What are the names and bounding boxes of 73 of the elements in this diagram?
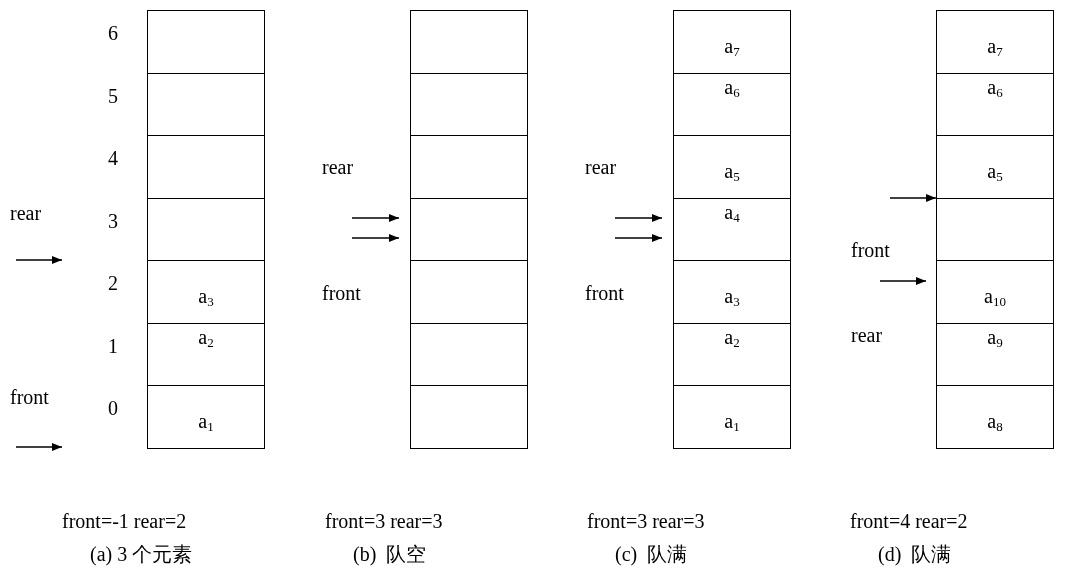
element-label: a$_{4}$ <box>723 200 741 224</box>
array-cell <box>147 197 265 262</box>
array-cell <box>410 260 528 324</box>
pointer-label: front <box>851 240 890 260</box>
element-label: a$_{10}$ <box>983 285 1007 308</box>
pointer-label: rear <box>10 203 42 223</box>
element-label: a$_{2}$ <box>197 325 215 349</box>
pointer-arrow <box>614 234 663 242</box>
pointer-label: front <box>10 387 49 407</box>
array-cell <box>936 135 1054 199</box>
index-number: 5 <box>108 86 118 106</box>
array-cell <box>673 72 791 137</box>
index-number: 0 <box>108 398 118 418</box>
pointer-label: front <box>322 283 361 303</box>
array-cell <box>410 10 528 74</box>
array-cell <box>936 385 1054 449</box>
pointer-label: rear <box>585 157 617 177</box>
array-cell <box>410 322 528 387</box>
element-label: a$_{6}$ <box>986 75 1004 99</box>
pointer-arrow <box>889 194 937 202</box>
array-cell <box>673 385 791 449</box>
pointer-label: rear <box>851 325 883 345</box>
pointer-arrow <box>351 234 400 242</box>
element-label: a$_{7}$ <box>986 35 1004 58</box>
state-caption: front=3 rear=3 <box>325 511 443 531</box>
element-label: a$_{1}$ <box>723 410 741 433</box>
element-label: a$_{9}$ <box>986 325 1004 349</box>
array-cell <box>147 385 265 449</box>
state-caption: front=4 rear=2 <box>850 511 968 531</box>
array-cell <box>410 385 528 449</box>
element-label: a$_{1}$ <box>197 410 215 433</box>
array-cell <box>147 10 265 74</box>
pointer-label: front <box>585 283 624 303</box>
state-caption: front=-1 rear=2 <box>62 511 187 531</box>
index-number: 2 <box>108 273 118 293</box>
panel-caption: (d) 队满 <box>878 544 952 564</box>
array-cell <box>673 135 791 199</box>
array-cell <box>410 135 528 199</box>
array-cell <box>936 72 1054 137</box>
array-cell <box>147 260 265 324</box>
element-label: a$_{5}$ <box>986 160 1004 183</box>
array-cell <box>673 10 791 74</box>
element-label: a$_{8}$ <box>986 410 1004 433</box>
array-cell <box>410 72 528 137</box>
element-label: a$_{7}$ <box>723 35 741 58</box>
panel-caption: (b) 队空 <box>353 544 427 564</box>
panel-caption: (c) 队满 <box>615 544 688 564</box>
index-number: 1 <box>108 336 118 356</box>
pointer-label: rear <box>322 157 354 177</box>
array-cell <box>936 322 1054 387</box>
pointer-arrow <box>879 277 927 285</box>
pointer-arrow <box>351 214 400 222</box>
array-cell <box>673 197 791 262</box>
array-cell <box>147 72 265 137</box>
index-number: 3 <box>108 211 118 231</box>
element-label: a$_{5}$ <box>723 160 741 183</box>
element-label: a$_{6}$ <box>723 75 741 99</box>
index-number: 4 <box>108 148 118 168</box>
pointer-arrow <box>614 214 663 222</box>
array-cell <box>936 197 1054 262</box>
array-cell <box>936 260 1054 324</box>
array-cell <box>936 10 1054 74</box>
element-label: a$_{3}$ <box>723 285 741 308</box>
index-number: 6 <box>108 23 118 43</box>
array-cell <box>147 322 265 387</box>
element-label: a$_{2}$ <box>723 325 741 349</box>
array-cell <box>410 197 528 262</box>
array-cell <box>673 260 791 324</box>
panel-caption: (a) 3 个元素 <box>90 544 193 564</box>
array-cell <box>673 322 791 387</box>
element-label: a$_{3}$ <box>197 285 215 308</box>
array-cell <box>147 135 265 199</box>
state-caption: front=3 rear=3 <box>587 511 705 531</box>
